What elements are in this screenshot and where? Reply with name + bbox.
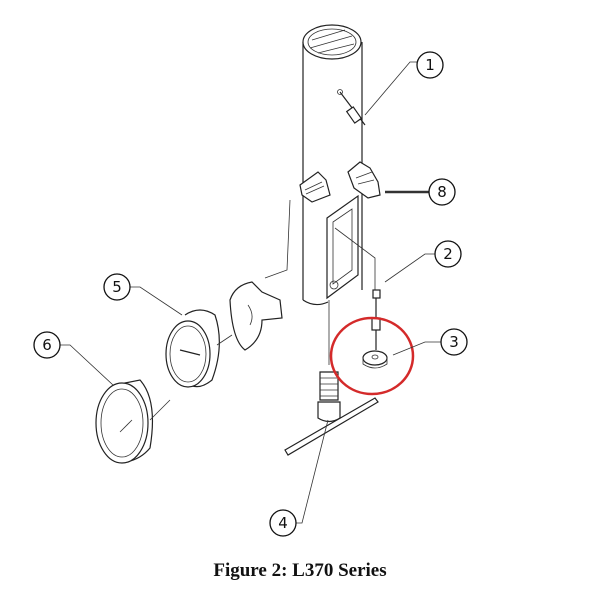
washer — [362, 350, 388, 369]
svg-text:5: 5 — [112, 278, 122, 296]
callout-leaders — [60, 61, 441, 524]
fitting-left — [299, 171, 331, 203]
main-tube — [302, 24, 363, 306]
svg-text:3: 3 — [449, 333, 459, 351]
callout-8: 8 — [428, 178, 456, 206]
callout-3: 3 — [440, 328, 468, 356]
svg-text:8: 8 — [437, 183, 447, 201]
svg-text:6: 6 — [42, 336, 52, 354]
t-handle — [284, 300, 379, 456]
fitting-right — [347, 161, 381, 199]
highlight-circle — [329, 316, 415, 396]
valve-part — [337, 89, 366, 126]
gauge-bezel — [95, 379, 171, 464]
callout-4: 4 — [269, 509, 297, 537]
svg-text:4: 4 — [278, 514, 288, 532]
figure-caption: Figure 2: L370 Series — [213, 560, 387, 581]
callout-6: 6 — [33, 331, 61, 359]
svg-text:2: 2 — [443, 245, 453, 263]
callout-2: 2 — [434, 240, 462, 268]
gauge — [165, 309, 233, 388]
svg-text:1: 1 — [425, 56, 435, 74]
callout-5: 5 — [103, 273, 131, 301]
gauge-bracket — [229, 281, 283, 351]
callout-1: 1 — [416, 51, 444, 79]
set-screw — [371, 289, 381, 350]
